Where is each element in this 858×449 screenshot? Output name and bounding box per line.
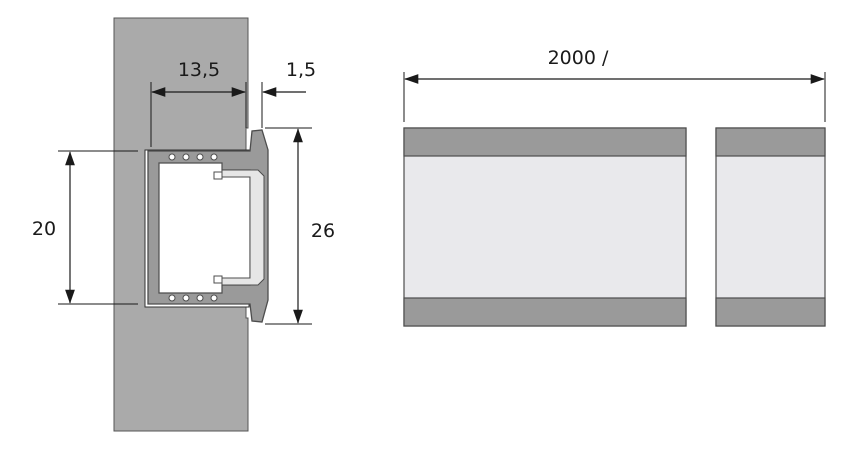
dimension-label-flange: 1,5	[286, 59, 316, 81]
profile-bottom-band-right	[715, 297, 826, 327]
dimension-length: 2000 /	[403, 47, 826, 122]
dimension-label-inner-height: 20	[32, 218, 56, 240]
profile-bottom-band-left	[403, 297, 687, 327]
profile-segment-right	[715, 127, 826, 327]
dimension-outer-height: 26	[265, 127, 335, 325]
profile-inner-channel	[158, 162, 251, 294]
dimension-flange: 1,5	[261, 59, 316, 128]
profile-top-band-right	[715, 127, 826, 157]
dimension-label-depth: 13,5	[178, 59, 220, 81]
profile-cross-section	[144, 129, 269, 323]
dimension-label-length: 2000 /	[548, 47, 609, 69]
profile-side-view	[403, 127, 826, 327]
dimension-inner-height: 20	[32, 150, 138, 305]
dimension-depth: 13,5	[150, 59, 247, 147]
dimension-label-outer-height: 26	[311, 220, 335, 242]
profile-top-band-left	[403, 127, 687, 157]
profile-segment-left	[403, 127, 687, 327]
diffuser-clip	[221, 169, 265, 286]
